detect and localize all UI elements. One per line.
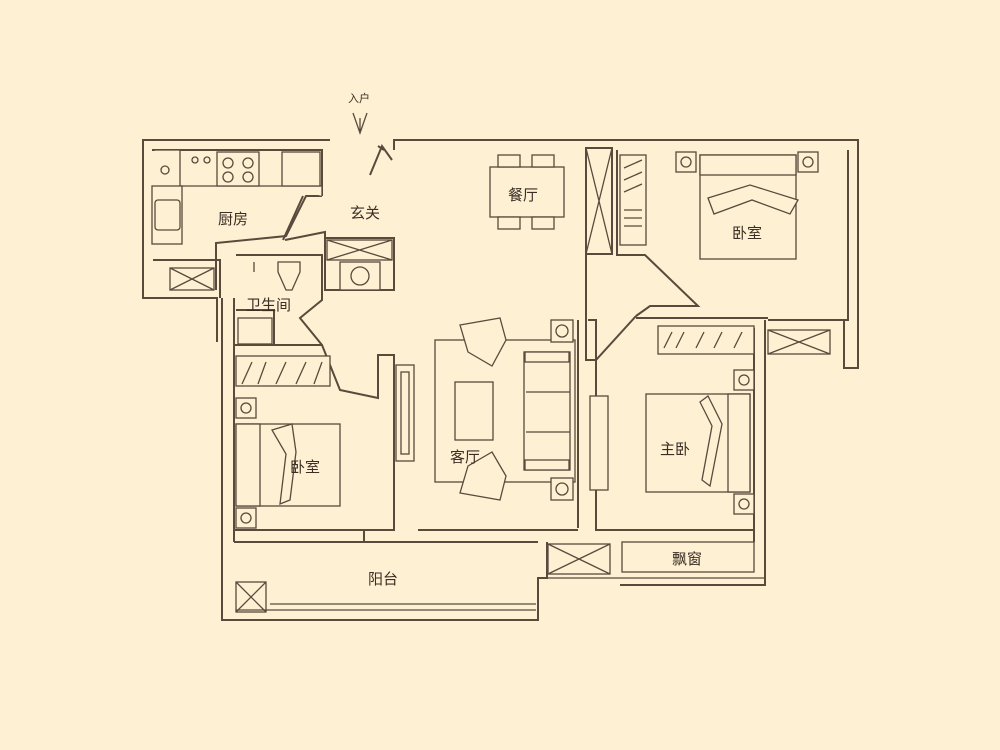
dining-table	[489, 154, 565, 230]
entry-arrow-icon	[352, 112, 393, 176]
kitchen-label: 厨房	[218, 210, 249, 228]
bedroom-sw-label: 卧室	[290, 458, 321, 476]
master-bedroom-furniture	[589, 325, 831, 515]
living-label: 客厅	[450, 448, 481, 466]
bay-window-label: 飘窗	[672, 550, 703, 568]
entry-marker-label: 入户	[348, 92, 370, 105]
living-room-furniture	[395, 317, 576, 501]
bedroom-sw-furniture	[235, 355, 341, 529]
bathroom-label: 卫生间	[246, 296, 292, 314]
balcony-label: 阳台	[368, 570, 399, 588]
kitchen-fixtures	[151, 149, 323, 291]
dining-label: 餐厅	[508, 186, 539, 204]
master-label: 主卧	[660, 440, 691, 458]
foyer-label: 玄关	[350, 204, 381, 222]
bathroom-fixtures	[237, 239, 393, 345]
interior-walls	[153, 147, 768, 543]
balcony-bay-window	[235, 541, 765, 613]
bedroom-ne-furniture	[619, 151, 819, 260]
bedroom-ne-label: 卧室	[732, 224, 763, 242]
